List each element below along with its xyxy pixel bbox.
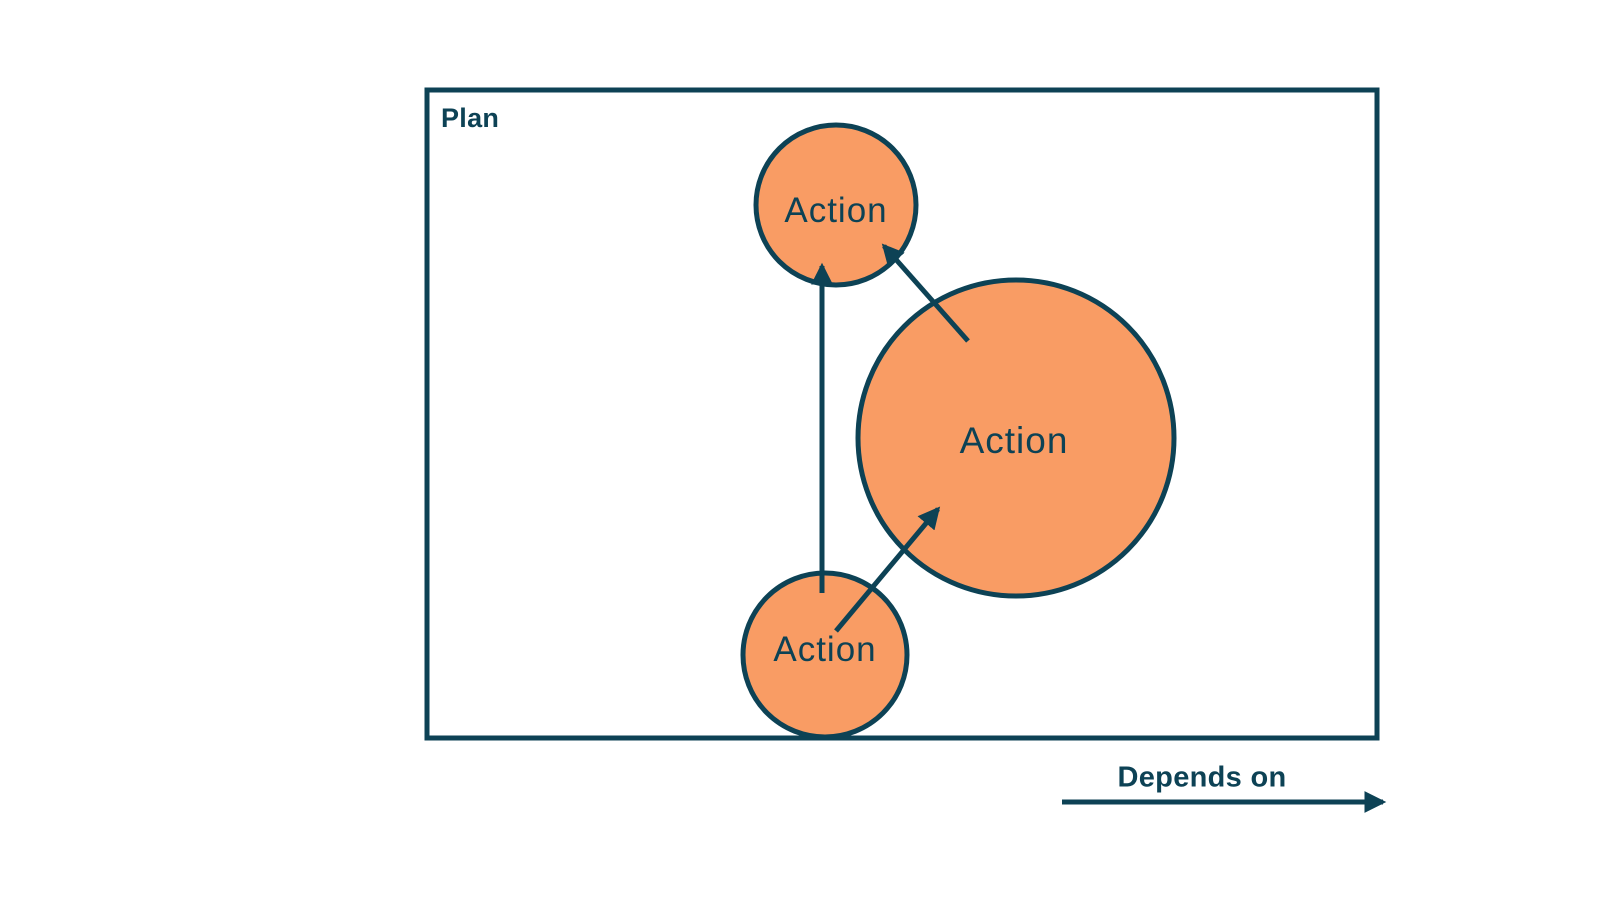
action-node-top xyxy=(753,122,919,288)
legend-depends-on-label: Depends on xyxy=(1117,761,1287,794)
action-node-top-label: Action xyxy=(784,191,888,230)
action-node-bottom-label: Action xyxy=(773,630,877,669)
dependency-arrow-bottom-to-large xyxy=(834,506,941,633)
plan-boundary-box xyxy=(424,87,1380,741)
action-node-large-label: Action xyxy=(959,420,1069,461)
action-node-bottom xyxy=(740,570,910,740)
plan-container-label: Plan xyxy=(441,103,500,133)
dependency-arrow-large-to-top xyxy=(881,243,970,343)
